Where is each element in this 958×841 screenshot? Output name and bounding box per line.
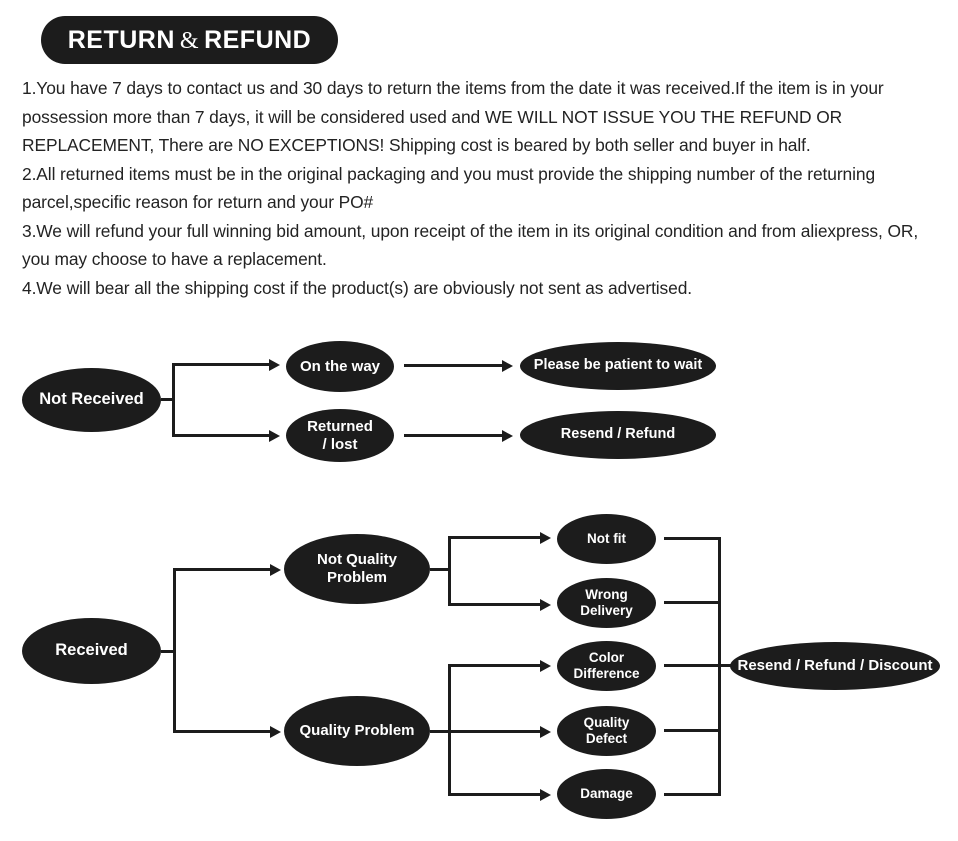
connector-bracket-1 (172, 363, 175, 437)
arrowhead-resend-refund (502, 430, 513, 442)
connector-bracket-2 (173, 568, 176, 733)
connector-root-stub-1 (161, 398, 174, 401)
arrowhead-quality-problem (270, 726, 281, 738)
node-wrong-delivery: Wrong Delivery (557, 578, 656, 628)
connector-to-wrong-delivery (448, 603, 541, 606)
merge-line-color-difference (664, 664, 720, 667)
connector-to-quality-defect (448, 730, 541, 733)
connector-bracket-nqp (448, 536, 451, 606)
connector-to-not-fit (448, 536, 541, 539)
node-not-quality-problem: Not Quality Problem (284, 534, 430, 604)
page-title: RETURN&REFUND (68, 26, 312, 55)
arrowhead-on-the-way (269, 359, 280, 371)
node-resend-refund-discount: Resend / Refund / Discount (730, 642, 940, 690)
node-quality-problem: Quality Problem (284, 696, 430, 766)
connector-to-not-quality-problem (173, 568, 271, 571)
arrowhead-please-wait (502, 360, 513, 372)
connector-on-the-way-to-outcome (404, 364, 503, 367)
connector-to-color-difference (448, 664, 541, 667)
policy-item-3: 3.We will refund your full winning bid a… (22, 220, 919, 270)
policy-item-2: 2.All returned items must be in the orig… (22, 163, 876, 213)
policy-item-1: 1.You have 7 days to contact us and 30 d… (22, 78, 884, 155)
connector-nqp-stub (430, 568, 450, 571)
page-title-main: RETURN (67, 25, 175, 54)
connector-to-damage (448, 793, 541, 796)
arrowhead-color-difference (540, 660, 551, 672)
ampersand-glyph: & (179, 27, 200, 54)
merge-bus-line (718, 537, 721, 796)
merge-line-damage (664, 793, 720, 796)
merge-line-not-fit (664, 537, 720, 540)
connector-to-on-the-way (172, 363, 270, 366)
node-quality-defect: Quality Defect (557, 706, 656, 756)
node-not-received: Not Received (22, 368, 161, 432)
node-not-fit: Not fit (557, 514, 656, 564)
node-received: Received (22, 618, 161, 684)
arrowhead-not-fit (540, 532, 551, 544)
policy-text-block: 1.You have 7 days to contact us and 30 d… (22, 74, 942, 302)
connector-returned-lost-to-outcome (404, 434, 503, 437)
connector-to-quality-problem (173, 730, 271, 733)
arrowhead-damage (540, 789, 551, 801)
page-title-badge: RETURN&REFUND (41, 16, 338, 64)
arrowhead-not-quality-problem (270, 564, 281, 576)
node-damage: Damage (557, 769, 656, 819)
connector-qp-stub (430, 730, 450, 733)
arrowhead-wrong-delivery (540, 599, 551, 611)
merge-line-quality-defect (664, 729, 720, 732)
connector-bracket-qp (448, 664, 451, 794)
connector-to-returned-lost (172, 434, 270, 437)
arrowhead-returned-lost (269, 430, 280, 442)
connector-received-stub (161, 650, 175, 653)
node-resend-refund: Resend / Refund (520, 411, 716, 459)
connector-merge-to-final (718, 664, 740, 667)
node-on-the-way: On the way (286, 341, 394, 392)
node-please-be-patient-to-wait: Please be patient to wait (520, 342, 716, 390)
arrowhead-quality-defect (540, 726, 551, 738)
policy-item-4: 4.We will bear all the shipping cost if … (22, 277, 693, 298)
node-returned-lost: Returned / lost (286, 409, 394, 462)
node-color-difference: Color Difference (557, 641, 656, 691)
page-title-sub: REFUND (204, 25, 312, 54)
merge-line-wrong-delivery (664, 601, 720, 604)
